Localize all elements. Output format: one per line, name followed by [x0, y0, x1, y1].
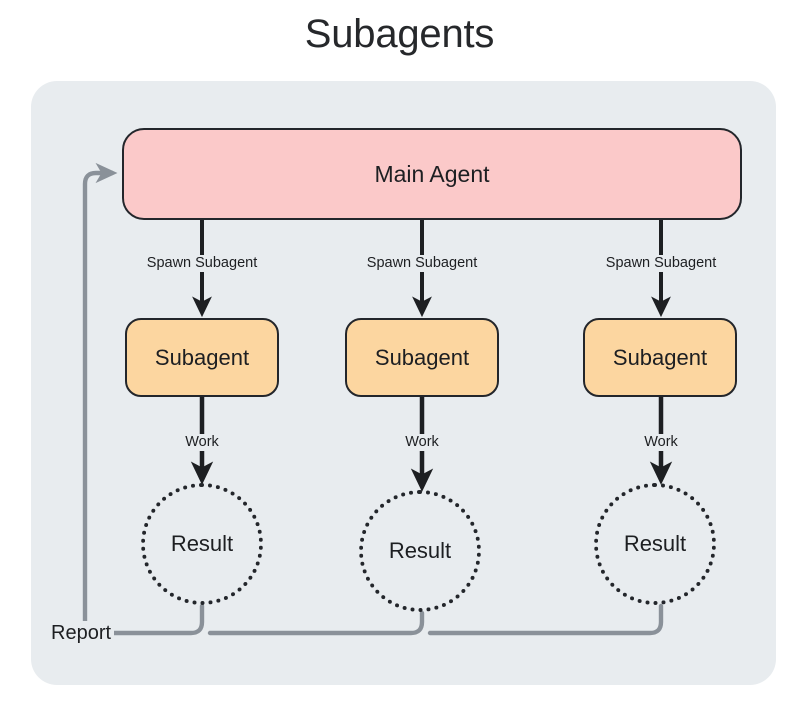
subagent-label: Subagent	[154, 344, 250, 370]
main-agent-node[interactable]: Main Agent	[122, 128, 742, 220]
work-edge-label-2: Work	[400, 434, 444, 452]
result-label: Result	[623, 531, 687, 556]
result-node-2[interactable]: Result	[359, 490, 481, 612]
subagent-label: Subagent	[612, 344, 708, 370]
result-label: Result	[170, 531, 234, 556]
page-title: Subagents	[304, 12, 495, 56]
work-edge-label-1: Work	[180, 434, 224, 452]
spawn-edge-label-3: Spawn Subagent	[600, 255, 722, 273]
main-agent-label: Main Agent	[374, 160, 490, 187]
subagent-node-1[interactable]: Subagent	[125, 318, 279, 397]
report-edge-label: Report	[48, 621, 115, 645]
result-node-3[interactable]: Result	[594, 483, 716, 605]
subagent-node-3[interactable]: Subagent	[583, 318, 737, 397]
result-node-1[interactable]: Result	[141, 483, 263, 605]
subagent-node-2[interactable]: Subagent	[345, 318, 499, 397]
subagent-label: Subagent	[374, 344, 470, 370]
spawn-edge-label-2: Spawn Subagent	[361, 255, 483, 273]
work-edge-label-3: Work	[639, 434, 683, 452]
spawn-edge-label-1: Spawn Subagent	[141, 255, 263, 273]
result-label: Result	[388, 538, 452, 563]
